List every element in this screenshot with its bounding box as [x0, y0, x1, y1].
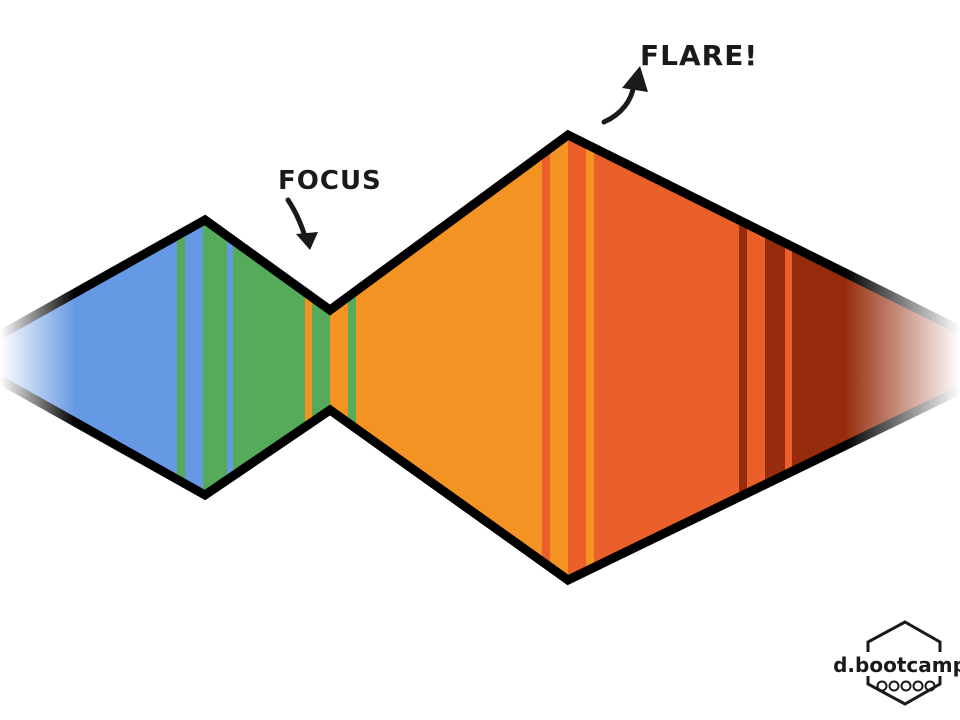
dbootcamp-logo: d.bootcamp [833, 620, 960, 706]
orange-band [356, 135, 542, 580]
logo-text: d.bootcamp [833, 653, 960, 677]
bottom-outline [0, 376, 960, 586]
green-band [203, 220, 227, 495]
focus-label: FOCUS [278, 166, 382, 196]
logo-dots-icon [876, 680, 936, 692]
flare-arrow-icon [601, 66, 648, 125]
flare-label: FLARE! [640, 39, 758, 72]
left-fade [0, 200, 75, 520]
right-fade [845, 200, 960, 520]
top-outline [0, 129, 960, 339]
focus-arrow-icon [285, 197, 318, 250]
